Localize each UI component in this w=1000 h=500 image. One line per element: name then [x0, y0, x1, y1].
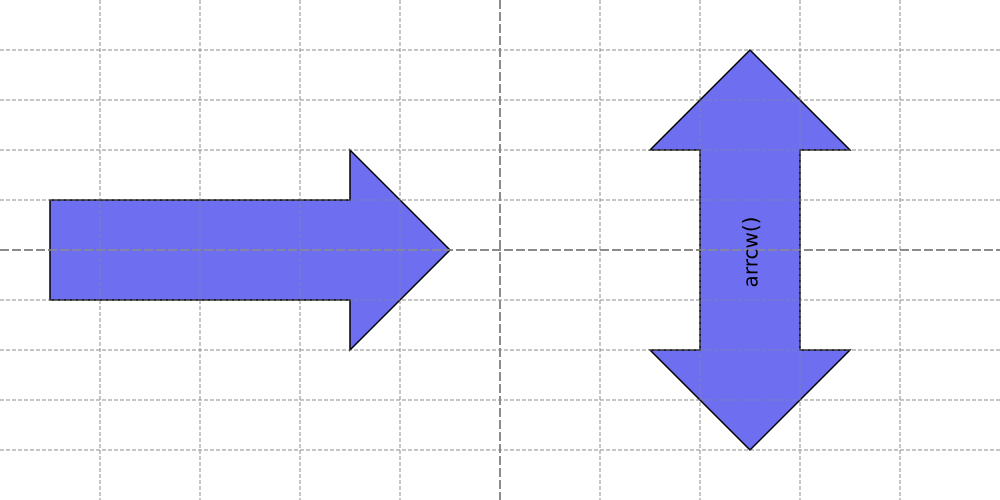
double-arrow-label: arrcw()	[739, 217, 763, 288]
